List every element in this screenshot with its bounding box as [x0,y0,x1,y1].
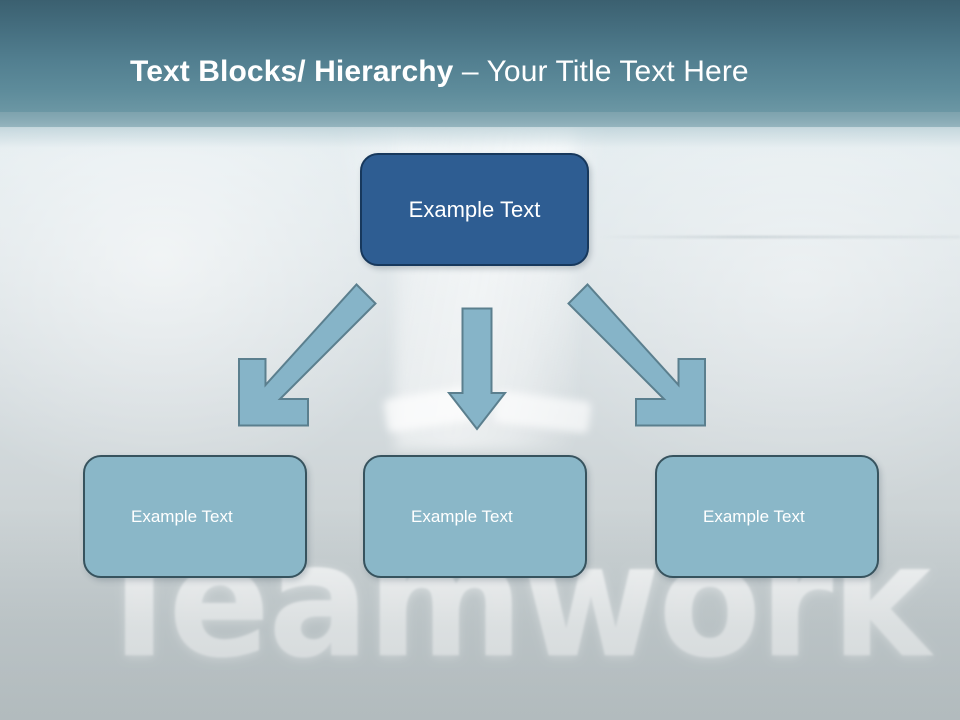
hierarchy-node-child-2-label: Example Text [411,506,513,526]
arrow-down-left-icon [238,283,377,427]
background-horizon-line [600,236,960,238]
hierarchy-node-child-1-label: Example Text [131,506,233,526]
hierarchy-node-child-2[interactable]: Example Text [363,455,587,578]
hierarchy-node-top[interactable]: Example Text [360,153,589,266]
arrow-down-right-icon [567,283,706,427]
hierarchy-node-top-label: Example Text [408,196,541,222]
title-band [0,0,960,127]
page-title-bold: Text Blocks/ Hierarchy [130,55,462,88]
title-band-fade [0,112,960,158]
page-title-light: – Your Title Text Here [461,55,749,88]
hierarchy-node-child-1[interactable]: Example Text [83,455,307,578]
hierarchy-node-child-3[interactable]: Example Text [655,455,879,578]
arrow-down-icon [446,307,508,431]
page-title: Text Blocks/ Hierarchy – Your Title Text… [130,55,749,89]
hierarchy-node-child-3-label: Example Text [703,506,805,526]
